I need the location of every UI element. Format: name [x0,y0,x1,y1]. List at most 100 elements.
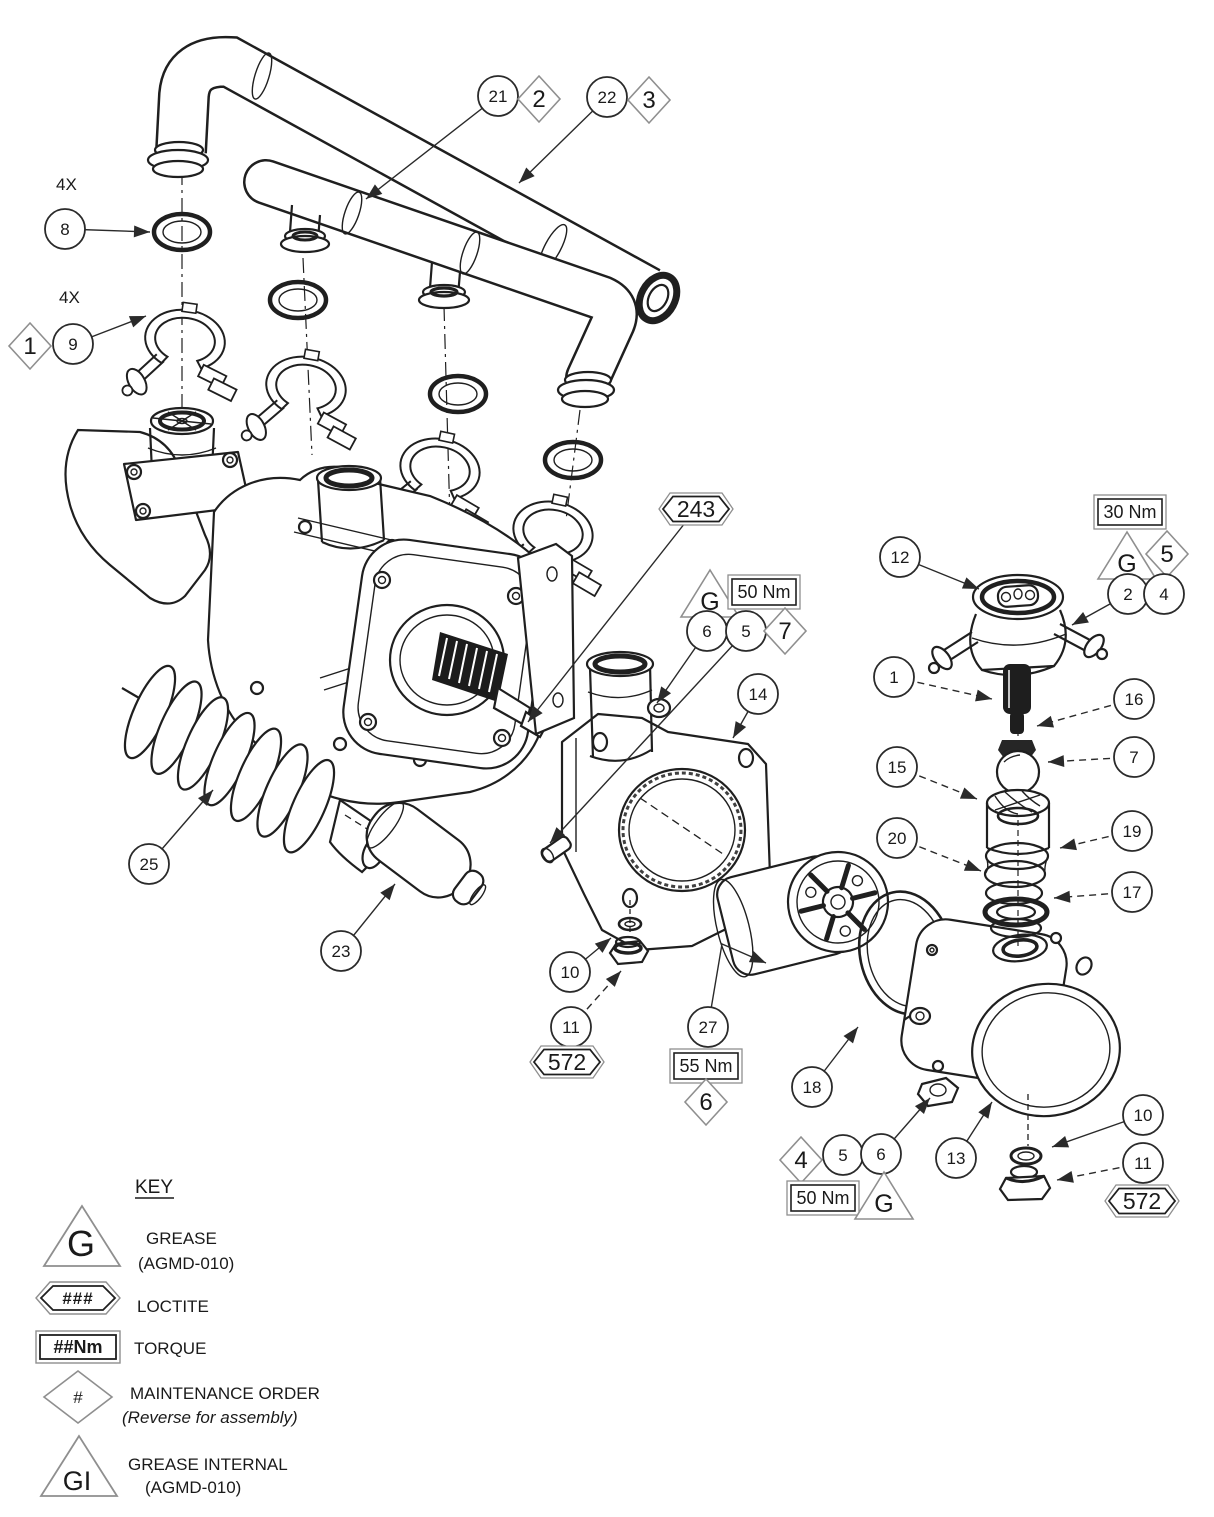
callout-label: 5 [838,1146,847,1165]
arrowhead-11 [605,971,621,987]
pump-head [900,918,1121,1118]
arrowhead-8 [133,225,150,238]
callout-label: 9 [68,335,77,354]
arrowhead-6 [914,1098,930,1114]
callout-label: 21 [489,87,508,106]
arrowhead-20 [963,859,981,871]
callout-label: 4 [794,1147,807,1174]
arrowhead-10 [1052,1136,1070,1148]
callout-label: 6 [699,1089,712,1116]
callout-label: 10 [561,963,580,982]
arrowhead-10 [594,938,611,953]
leader-line-243 [527,508,697,723]
callout-label: 11 [1134,1154,1152,1173]
shaft-coupling [432,632,508,702]
callout-label: 6 [702,622,711,641]
plunger [1003,664,1031,714]
callout-circle-27: 27 [687,1006,729,1048]
key-legend: KEY G GREASE (AGMD-010) ### LOCTITE ##Nm… [35,1177,320,1497]
callout-label: 6 [876,1145,885,1164]
arrowhead-6 [657,686,672,703]
arrowhead-17 [1054,890,1071,903]
callout-diamond-3: 3 [626,75,672,125]
callout-circle-22: 22 [586,76,628,118]
callout-circle-5: 5 [822,1134,864,1176]
svg-text:TORQUE: TORQUE [134,1339,206,1358]
quantity-label-1: 4X [59,288,80,307]
pipe-21-ferrule-end [635,271,681,325]
callout-circle-6: 6 [686,610,728,652]
svg-text:MAINTENANCE ORDER: MAINTENANCE ORDER [130,1384,320,1403]
callout-circle-11: 11 [550,1006,592,1048]
grease-symbol: G [67,1223,95,1264]
callout-label: 5 [741,622,750,641]
svg-text:GREASE: GREASE [146,1229,217,1248]
key-loctite: ### LOCTITE [35,1281,209,1316]
valve-ball [995,749,1041,795]
callout-hexagon-572: 572 [1104,1184,1180,1218]
svg-text:GREASE INTERNAL: GREASE INTERNAL [128,1455,288,1474]
leader-line-5 [549,630,747,844]
callout-circle-7: 7 [1113,736,1155,778]
callout-label: 10 [1134,1106,1153,1125]
callout-label: 243 [677,496,715,522]
arrowhead-25 [197,790,213,807]
callout-circle-16: 16 [1113,678,1155,720]
arrowhead-12 [961,577,979,589]
callout-label: 11 [562,1018,580,1037]
callout-label: 4 [1159,585,1168,604]
callout-label: 5 [1160,541,1173,568]
arrowhead-15 [959,787,977,799]
arrowhead-16 [1037,715,1055,728]
callout-label: 23 [332,942,351,961]
callout-label: 20 [888,829,907,848]
callout-label: 3 [642,87,655,114]
pipe-22 [243,159,638,409]
callout-circle-14: 14 [737,673,779,715]
callout-circle-20: 20 [876,817,918,859]
callout-label: 2 [1123,585,1132,604]
valve-assembly [927,573,1109,950]
callout-circle-10: 10 [1122,1094,1164,1136]
callout-label: 22 [598,88,617,107]
arrowhead-14 [733,721,747,738]
callout-circle-18: 18 [791,1066,833,1108]
callout-box-30 Nm: 30 Nm [1093,494,1167,530]
arrowhead-27 [748,951,766,963]
svg-text:LOCTITE: LOCTITE [137,1297,209,1316]
callout-label: 25 [140,855,159,874]
callout-box-50 Nm: 50 Nm [786,1180,860,1216]
callout-diamond-4: 4 [778,1135,824,1185]
arrowhead-11 [1057,1171,1074,1183]
callout-circle-11: 11 [1122,1142,1164,1184]
callout-circle-9: 9 [52,323,94,365]
callout-box-50 Nm: 50 Nm [727,574,801,610]
callout-label: 1 [23,333,36,360]
callout-circle-19: 19 [1111,810,1153,852]
drain-fitting [998,1094,1052,1202]
callout-circle-10: 10 [549,951,591,993]
callout-diamond-6: 6 [683,1077,729,1127]
arrowhead-243 [528,705,543,722]
callout-label: 50 Nm [737,582,790,602]
leader-line-21 [365,95,499,200]
callout-diamond-5: 5 [1144,529,1190,579]
arrowhead-9 [128,316,146,328]
callout-label: 7 [778,618,791,645]
callout-label: G [700,588,719,616]
svg-text:(Reverse for assembly): (Reverse for assembly) [122,1408,298,1427]
muffler [365,801,487,906]
callout-label: 15 [888,758,907,777]
callout-diamond-2: 2 [516,74,562,124]
callout-circle-15: 15 [876,746,918,788]
oil-filter [712,850,890,978]
callout-label: 572 [548,1049,586,1075]
grease-internal-symbol: GI [63,1466,92,1496]
arrowhead-19 [1060,838,1077,851]
callout-circle-5: 5 [725,610,767,652]
arrowhead-7 [1048,755,1065,768]
pump-gearbox-assembly [64,406,576,805]
key-grease: G GREASE (AGMD-010) [42,1204,234,1273]
